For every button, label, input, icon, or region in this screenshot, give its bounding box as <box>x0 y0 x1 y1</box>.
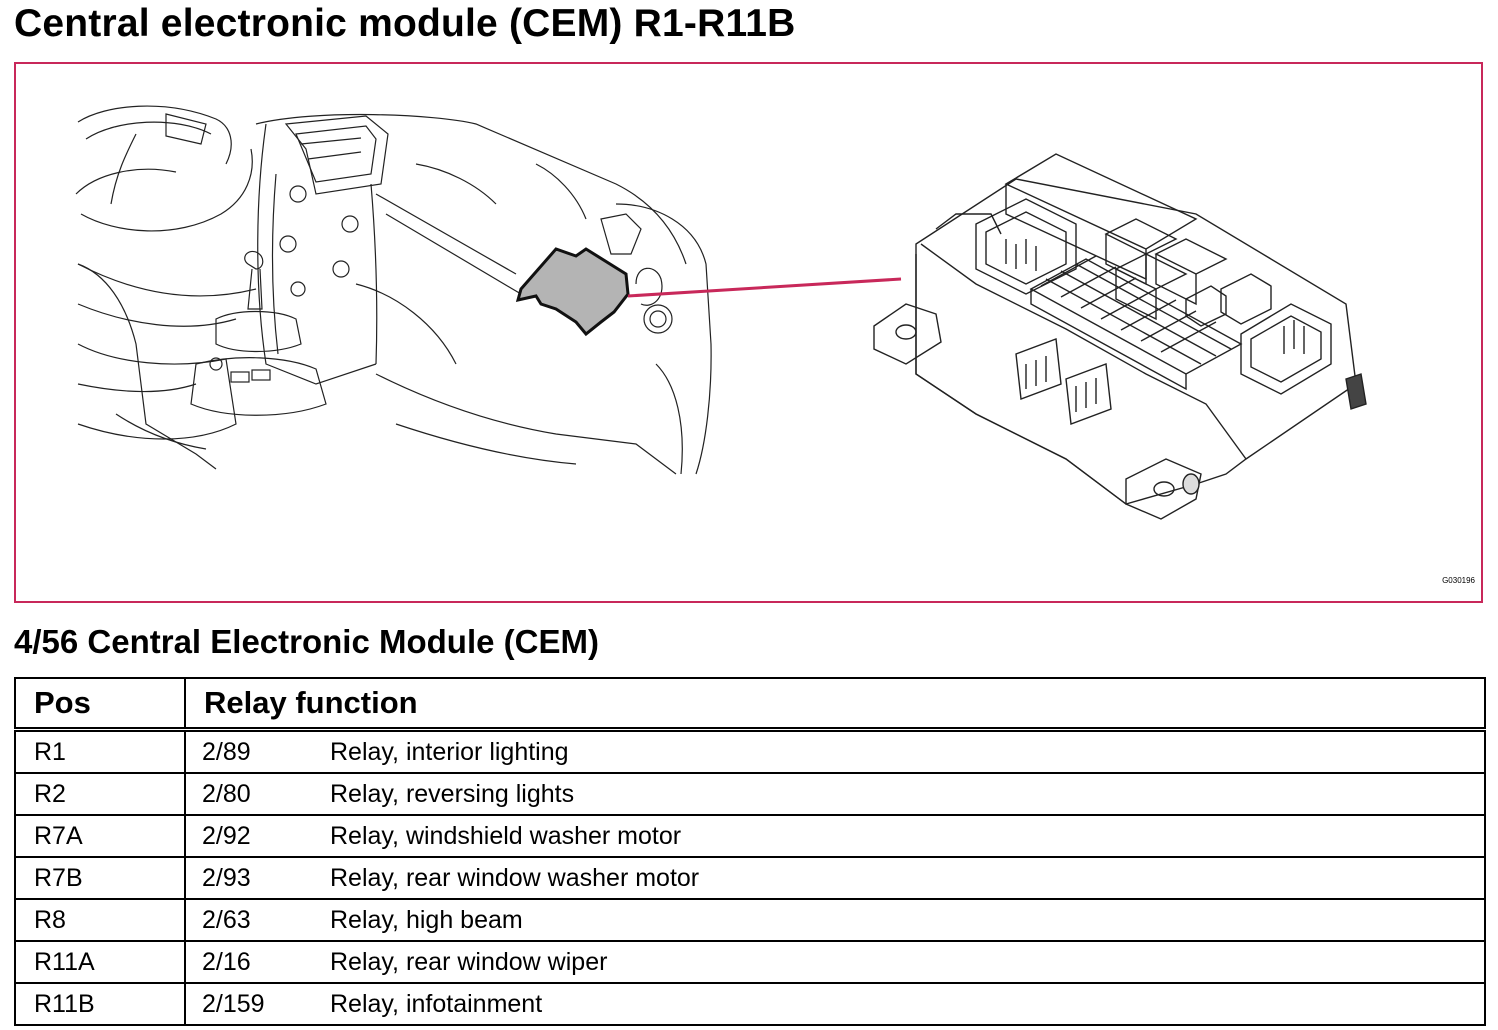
figure-frame: G030196 <box>14 62 1483 603</box>
leader-line <box>627 277 902 298</box>
function-cell: 2/93 Relay, rear window washer motor <box>184 856 1486 900</box>
ref-number: 2/16 <box>202 947 251 976</box>
function-cell: 2/89 Relay, interior lighting <box>184 728 1486 774</box>
relay-description: Relay, reversing lights <box>330 779 575 808</box>
dashboard-illustration <box>75 105 712 475</box>
ref-number: 2/80 <box>202 779 251 808</box>
ref-number: 2/92 <box>202 821 251 850</box>
ref-number: 2/89 <box>202 737 251 766</box>
pos-cell: R8 <box>14 898 186 942</box>
table-row: R7B 2/93 Relay, rear window washer motor <box>14 856 1486 900</box>
relay-description: Relay, interior lighting <box>330 737 569 766</box>
table-row: R11B 2/159 Relay, infotainment <box>14 982 1486 1026</box>
relay-description: Relay, rear window washer motor <box>330 863 700 892</box>
table-row: R1 2/89 Relay, interior lighting <box>14 728 1486 774</box>
table-row: R11A 2/16 Relay, rear window wiper <box>14 940 1486 984</box>
cem-location-highlight <box>515 247 630 337</box>
table-row: R8 2/63 Relay, high beam <box>14 898 1486 942</box>
pos-cell: R7B <box>14 856 186 900</box>
section-title: 4/56 Central Electronic Module (CEM) <box>14 623 599 660</box>
table-header-row: Pos Relay function <box>14 677 1486 732</box>
figure-code: G030196 <box>1442 576 1475 585</box>
function-cell: 2/63 Relay, high beam <box>184 898 1486 942</box>
table-row: R2 2/80 Relay, reversing lights <box>14 772 1486 816</box>
relay-description: Relay, rear window wiper <box>330 947 608 976</box>
figure-illustration <box>75 105 1367 520</box>
pos-cell: R2 <box>14 772 186 816</box>
table-row: R7A 2/92 Relay, windshield washer motor <box>14 814 1486 858</box>
pos-cell: R1 <box>14 728 186 774</box>
function-cell: 2/92 Relay, windshield washer motor <box>184 814 1486 858</box>
function-cell: 2/159 Relay, infotainment <box>184 982 1486 1026</box>
ref-number: 2/159 <box>202 989 265 1018</box>
relay-description: Relay, infotainment <box>330 989 543 1018</box>
header-relay-function: Relay function <box>184 677 1486 732</box>
cem-module-illustration <box>873 153 1367 520</box>
relay-description: Relay, windshield washer motor <box>330 821 682 850</box>
pos-cell: R11A <box>14 940 186 984</box>
function-cell: 2/16 Relay, rear window wiper <box>184 940 1486 984</box>
pos-cell: R7A <box>14 814 186 858</box>
pos-cell: R11B <box>14 982 186 1026</box>
header-pos: Pos <box>14 677 186 732</box>
page-title: Central electronic module (CEM) R1-R11B <box>14 2 796 45</box>
relay-description: Relay, high beam <box>330 905 523 934</box>
ref-number: 2/93 <box>202 863 251 892</box>
ref-number: 2/63 <box>202 905 251 934</box>
function-cell: 2/80 Relay, reversing lights <box>184 772 1486 816</box>
relay-table: Pos Relay function R1 2/89 Relay, interio… <box>14 677 1486 1026</box>
